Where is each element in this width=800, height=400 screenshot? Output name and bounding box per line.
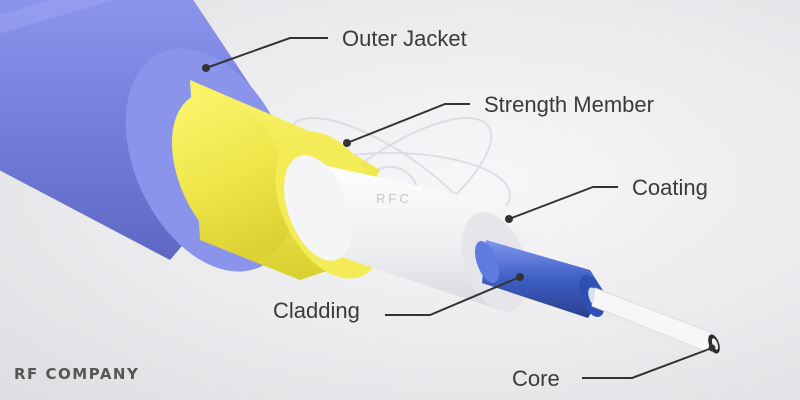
label-outer-jacket: Outer Jacket [342, 26, 467, 51]
label-coating: Coating [632, 175, 708, 200]
watermark-text: RFC [376, 191, 412, 206]
label-cladding: Cladding [273, 298, 360, 323]
leader-dots [202, 64, 716, 352]
label-strength-member: Strength Member [484, 92, 654, 117]
brand-logo: RF COMPANY [14, 365, 140, 383]
label-core: Core [512, 366, 560, 391]
leader-lines [205, 37, 713, 379]
